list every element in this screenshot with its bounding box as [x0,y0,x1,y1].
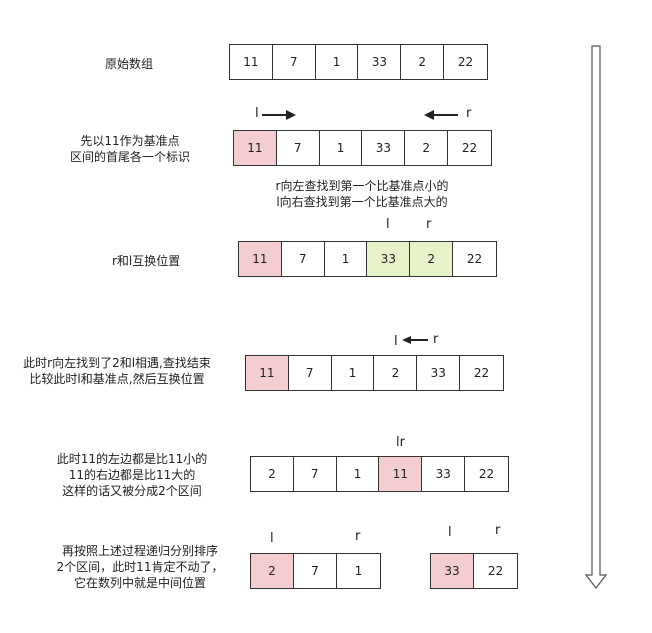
array-cell: 22 [453,242,496,276]
pointer-r: r [495,523,501,538]
step4-label-line: 此时r向左找到了2和l相遇,查找结束 [23,356,211,370]
swapped-cell: 33 [367,242,411,276]
array-left-range: 2 7 1 [250,553,381,589]
step5-label: 此时11的左边都是比11小的 11的右边都是比11大的 这样的话又被分成2个区间 [42,451,222,499]
pointer-l: l [394,334,398,349]
array-cell: 7 [272,45,316,79]
array-step3: 11 7 1 33 2 22 [238,241,497,277]
step2-note-line: l向右查找到第一个比基准点大的 [276,195,448,209]
pointer-l: l [255,106,259,121]
array-cell: 1 [331,356,375,390]
step5-label-line: 11的右边都是比11大的 [68,468,196,482]
pointer-l: l [270,531,274,546]
array-cell: 33 [362,131,406,165]
array-cell: 7 [288,356,332,390]
step0-label: 原始数组 [105,57,154,71]
array-step4: 11 7 1 2 33 22 [245,355,504,391]
step1-label: 先以11作为基准点 区间的首尾各一个标识 [50,133,210,165]
process-arrow-icon [584,45,608,589]
step6-label-line: 再按照上述过程递归分别排序 [61,544,218,558]
pivot-cell: 11 [239,242,282,276]
array-cell: 1 [336,457,380,491]
array-cell: 2 [374,356,418,390]
pivot-cell: 2 [251,554,294,588]
step2-note-line: r向左查找到第一个比基准点小的 [275,179,449,193]
array-cell: 33 [417,356,461,390]
array-cell: 7 [294,554,337,588]
swapped-cell: 2 [410,242,454,276]
pointer-l: l [386,217,390,232]
array-cell: 33 [358,45,402,79]
step1-label-line: 区间的首尾各一个标识 [69,150,190,164]
array-cell: 22 [448,131,491,165]
array-cell: 1 [337,554,380,588]
step4-label-line: 比较此时l和基准点,然后互换位置 [29,372,205,386]
array-original: 11 7 1 33 2 22 [229,44,488,80]
array-cell: 7 [281,242,325,276]
array-cell: 22 [474,554,517,588]
array-step5: 2 7 1 11 33 22 [250,456,509,492]
step2-note: r向左查找到第一个比基准点小的 l向右查找到第一个比基准点大的 [250,178,474,210]
pointer-r: r [426,217,432,232]
array-cell: 1 [319,131,363,165]
array-cell: 33 [422,457,466,491]
pointer-r: r [355,529,361,544]
array-step1: 11 7 1 33 2 22 [233,130,492,166]
pivot-cell: 11 [246,356,289,390]
step4-label: 此时r向左找到了2和l相遇,查找结束 比较此时l和基准点,然后互换位置 [12,355,222,387]
step3-label: r和l互换位置 [112,254,181,268]
array-cell: 1 [324,242,368,276]
pivot-cell: 11 [379,457,423,491]
array-cell: 7 [293,457,337,491]
pivot-cell: 11 [234,131,277,165]
array-cell: 2 [401,45,445,79]
array-cell: 11 [230,45,273,79]
pointer-r: r [433,332,439,347]
arrow-left-icon [402,336,428,344]
step6-label: 再按照上述过程递归分别排序 2个区间，此时11肯定不动了， 它在数列中就是中间位… [45,543,235,591]
array-cell: 2 [251,457,294,491]
array-right-range: 33 22 [430,553,518,589]
pointer-r: r [466,106,472,121]
pivot-cell: 33 [431,554,474,588]
array-cell: 22 [444,45,487,79]
array-cell: 22 [465,457,508,491]
pointer-lr: lr [396,435,405,450]
arrow-right-icon [262,110,296,120]
array-cell: 7 [276,131,320,165]
array-cell: 22 [460,356,503,390]
step5-label-line: 此时11的左边都是比11小的 [56,452,208,466]
step6-label-line: 2个区间，此时11肯定不动了， [56,560,224,574]
array-cell: 1 [315,45,359,79]
step6-label-line: 它在数列中就是中间位置 [73,576,206,590]
pointer-l: l [448,525,452,540]
step5-label-line: 这样的话又被分成2个区间 [62,484,202,498]
arrow-left-icon [424,110,458,120]
array-cell: 2 [405,131,449,165]
step1-label-line: 先以11作为基准点 [80,134,180,148]
